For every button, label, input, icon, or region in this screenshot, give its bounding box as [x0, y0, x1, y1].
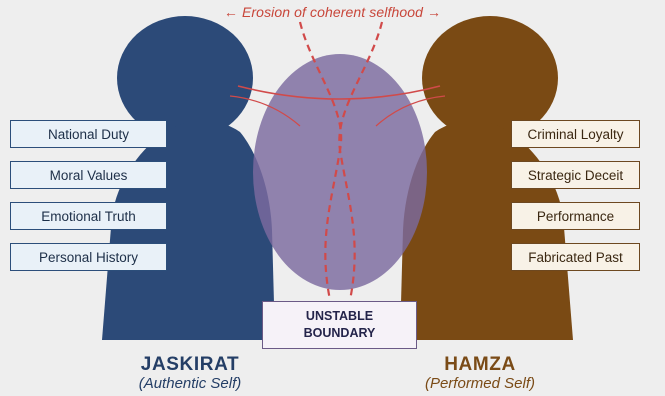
diagram-title: ← Erosion of coherent selfhood → [0, 4, 665, 20]
hamza-attribute-performance: Performance [511, 202, 640, 230]
boundary-label-line2: BOUNDARY [263, 325, 416, 342]
jaskirat-name: JASKIRAT [95, 354, 285, 376]
hamza-name: HAMZA [385, 354, 575, 376]
overlap-zone [253, 54, 427, 290]
hamza-subtitle: (Performed Self) [385, 375, 575, 392]
jaskirat-attribute-moral-values: Moral Values [10, 161, 167, 189]
jaskirat-subtitle: (Authentic Self) [95, 375, 285, 392]
hamza-attribute-criminal-loyalty: Criminal Loyalty [511, 120, 640, 148]
jaskirat-attribute-national-duty: National Duty [10, 120, 167, 148]
jaskirat-attribute-emotional-truth: Emotional Truth [10, 202, 167, 230]
boundary-label-line1: UNSTABLE [263, 308, 416, 325]
unstable-boundary-box: UNSTABLE BOUNDARY [262, 301, 417, 349]
hamza-attribute-strategic-deceit: Strategic Deceit [511, 161, 640, 189]
hamza-attribute-fabricated-past: Fabricated Past [511, 243, 640, 271]
jaskirat-attribute-personal-history: Personal History [10, 243, 167, 271]
